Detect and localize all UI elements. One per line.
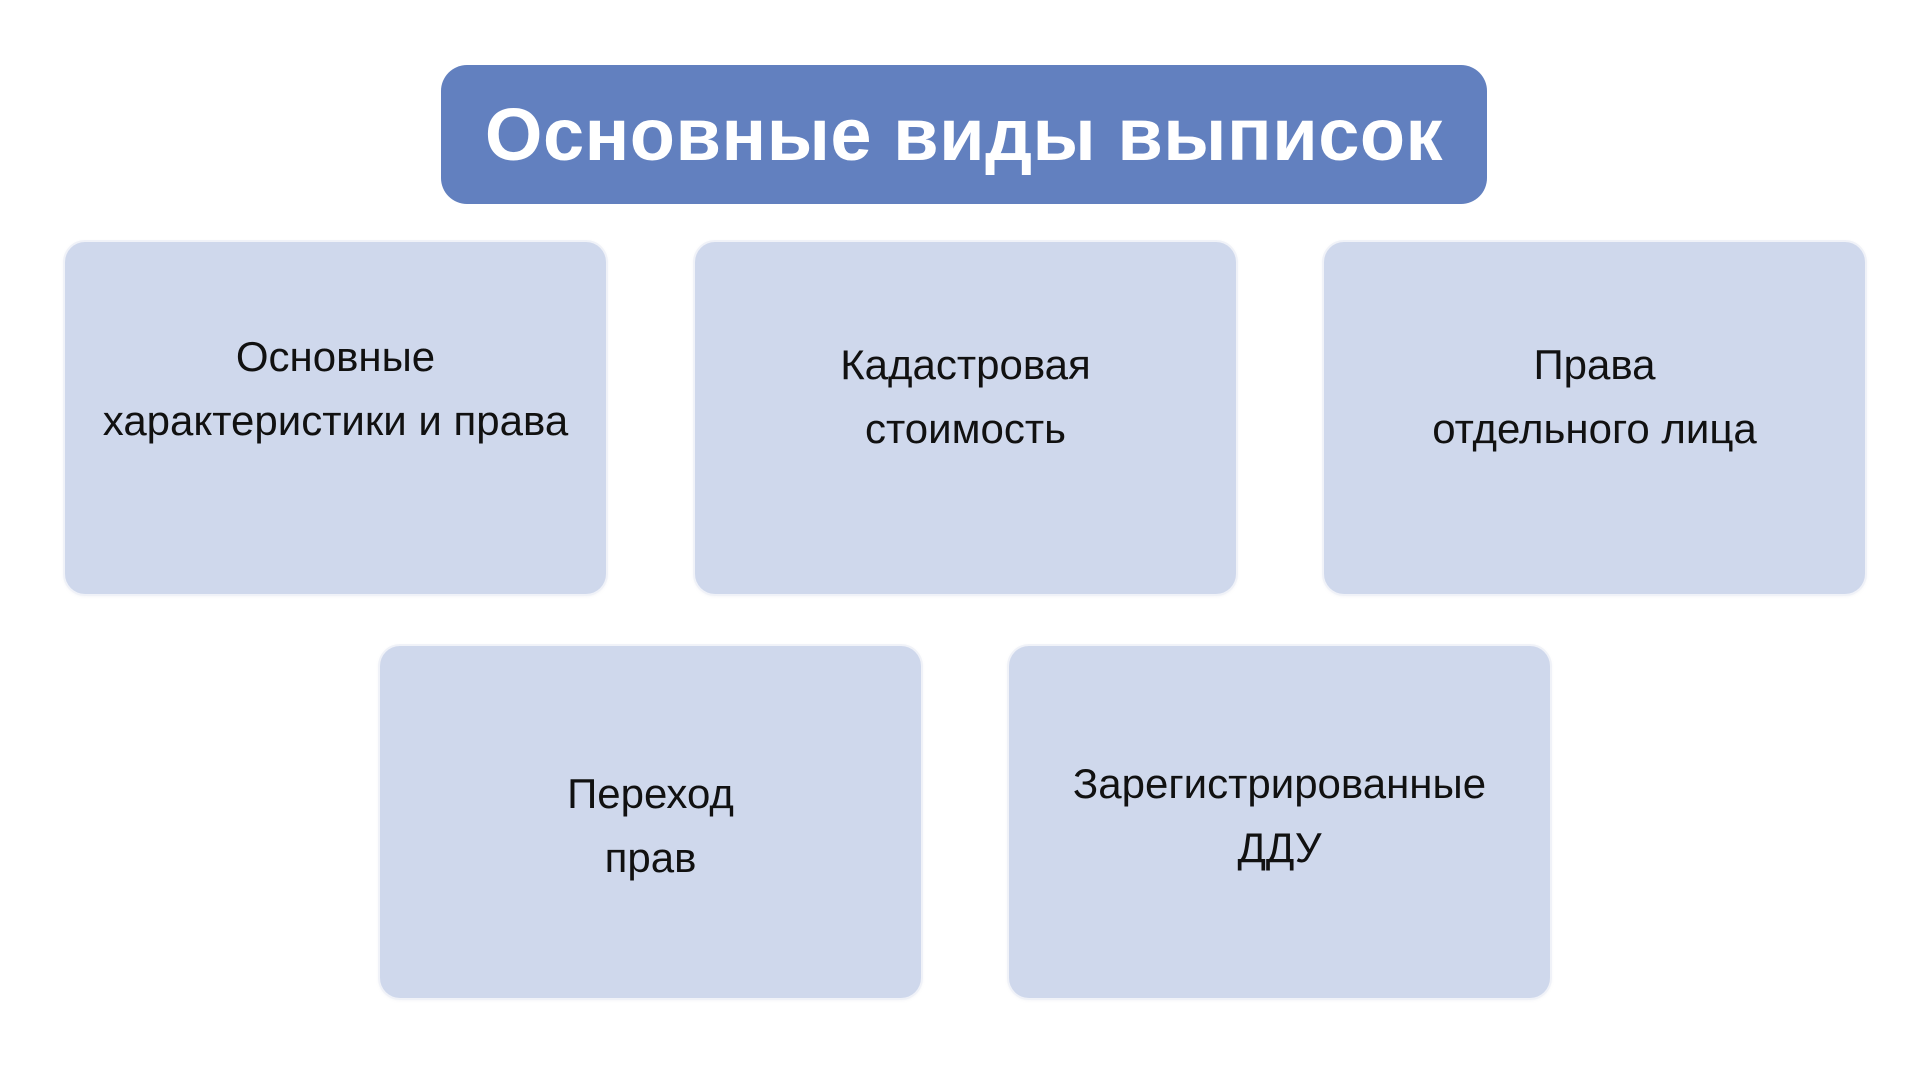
card-rights-transfer: Переход прав (380, 646, 921, 998)
card-label: Зарегистрированные ДДУ (1009, 752, 1550, 880)
card-label-line-2: ДДУ (1237, 824, 1322, 871)
diagram-title: Основные виды выписок (484, 92, 1444, 176)
card-label-line-2: стоимость (865, 405, 1066, 452)
card-label-line-2: характеристики и права (102, 397, 569, 444)
card-label: Переход прав (380, 762, 921, 890)
diagram-title-box: Основные виды выписок (441, 65, 1487, 204)
card-label: Основные характеристики и права (65, 325, 606, 453)
card-label: Права отдельного лица (1324, 333, 1865, 461)
card-label: Кадастровая стоимость (695, 333, 1236, 461)
card-individual-rights: Права отдельного лица (1324, 242, 1865, 594)
card-label-line-1: Зарегистрированные (1072, 760, 1487, 807)
card-cadastral-value: Кадастровая стоимость (695, 242, 1236, 594)
card-label-line-1: Основные (235, 333, 436, 380)
card-basic-characteristics: Основные характеристики и права (65, 242, 606, 594)
card-label-line-1: Кадастровая (840, 341, 1091, 388)
card-registered-ddu: Зарегистрированные ДДУ (1009, 646, 1550, 998)
card-label-line-2: прав (604, 834, 697, 881)
card-label-line-1: Переход (567, 770, 734, 817)
card-label-line-2: отдельного лица (1432, 405, 1757, 452)
card-label-line-1: Права (1533, 341, 1656, 388)
